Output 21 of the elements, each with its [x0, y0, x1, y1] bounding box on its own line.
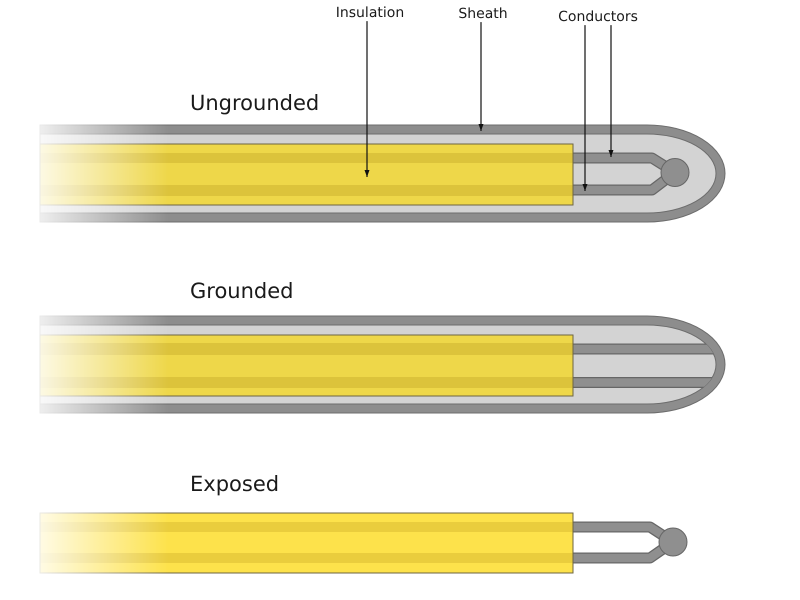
conductor-wire [574, 152, 668, 171]
sheath [40, 316, 726, 414]
section-heading: Exposed [190, 472, 280, 496]
part-label: Conductors [558, 9, 638, 26]
leader-line [582, 25, 588, 191]
conductor-wire [574, 522, 666, 540]
leader-line [608, 25, 614, 157]
leader-line [364, 21, 370, 177]
leader-line [478, 22, 484, 131]
insulation [40, 334, 574, 396]
insulation [40, 144, 574, 206]
part-label: Insulation [336, 5, 404, 22]
conductor-wire [574, 544, 666, 564]
conductor-wire [574, 176, 668, 196]
insulation [40, 512, 574, 574]
conductor-wire [574, 344, 714, 354]
section-heading: Grounded [190, 279, 294, 304]
conductor-wire [574, 377, 714, 388]
part-label: Sheath [458, 6, 508, 22]
sheath [40, 124, 726, 222]
section-heading: Ungrounded [190, 91, 320, 116]
